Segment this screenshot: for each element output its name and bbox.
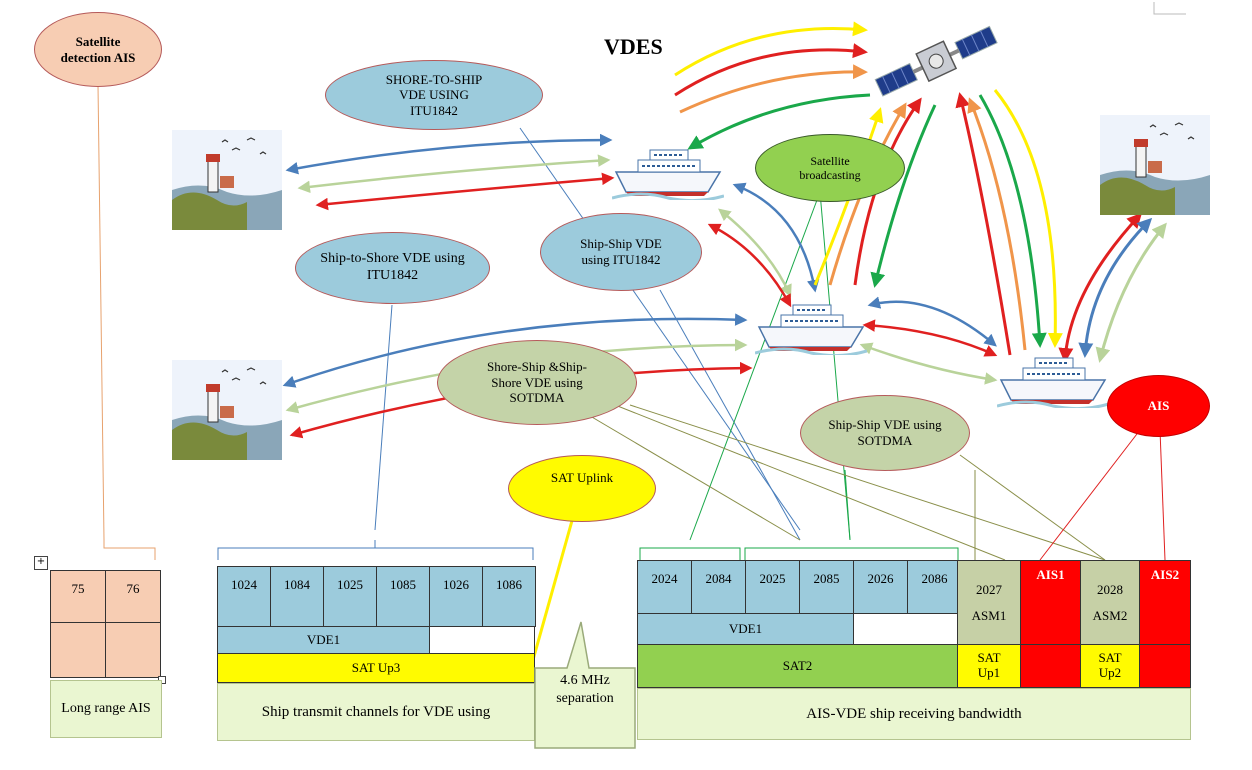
satellite-arrows-left <box>674 21 871 150</box>
transmit-channel-1024: 1024 <box>217 566 271 627</box>
receive-ais1-lower <box>1020 644 1081 688</box>
receive-sat2-cell: SAT2 <box>637 644 958 688</box>
ellipse-ship-ship-itu: Ship-Ship VDE using ITU1842 <box>540 213 702 291</box>
transmit-vde1-empty <box>429 626 535 654</box>
ship-shore-right-arrows <box>1058 212 1167 363</box>
receive-cell-ais1: AIS1 <box>1020 560 1081 645</box>
transmit-channel-1084: 1084 <box>270 566 324 627</box>
receive-bandwidth-label: AIS-VDE ship receiving bandwidth <box>637 688 1191 740</box>
satellite-broadcasting-label: Satellite broadcasting <box>799 153 861 182</box>
receive-channel-2084: 2084 <box>691 560 746 614</box>
ellipse-satellite-detection-ais: Satellite detection AIS <box>34 12 162 87</box>
transmit-channel-1026: 1026 <box>429 566 483 627</box>
receive-cell-2027: 2027 ASM1 <box>957 560 1021 645</box>
receive-cell-ais2: AIS2 <box>1139 560 1191 645</box>
transmit-channel-1025: 1025 <box>323 566 377 627</box>
long-range-cell-76: 76 <box>105 570 161 623</box>
receive-sat-up1-cell: SAT Up1 <box>957 644 1021 688</box>
ch2028-label: 2028 <box>1097 581 1123 597</box>
transmit-channel-1086: 1086 <box>482 566 536 627</box>
shore-ship-sotdma-label: Shore-Ship &Ship-Shore VDE using SOTDMA <box>486 359 588 406</box>
ship-image-right <box>997 357 1109 408</box>
transmit-vde1-cell: VDE1 <box>217 626 430 654</box>
page-corner-mark <box>1153 2 1186 15</box>
receive-channel-2085: 2085 <box>799 560 854 614</box>
ellipse-sat-uplink: SAT Uplink <box>508 455 656 522</box>
receive-ais2-lower <box>1139 644 1191 688</box>
ellipse-shore-ship-sotdma: Shore-Ship &Ship-Shore VDE using SOTDMA <box>437 340 637 425</box>
table-move-handle[interactable]: + <box>34 556 48 570</box>
long-range-cell-75: 75 <box>50 570 106 623</box>
receive-vde1-empty <box>853 613 958 645</box>
receive-vde1-cell: VDE1 <box>637 613 854 645</box>
receive-channel-2086: 2086 <box>907 560 962 614</box>
receive-channel-2026: 2026 <box>853 560 908 614</box>
transmit-channels-label: Ship transmit channels for VDE using <box>217 683 535 741</box>
lighthouse-image-bottom <box>172 360 282 460</box>
sat-uplink-label: SAT Uplink <box>550 470 614 485</box>
satellite-detection-label: Satellite detection AIS <box>60 33 136 65</box>
lighthouse-image-right <box>1100 115 1210 215</box>
receive-channel-2025: 2025 <box>745 560 800 614</box>
transmit-sat-up3-cell: SAT Up3 <box>217 653 535 683</box>
ship-to-shore-label: Ship-to-Shore VDE using ITU1842 <box>320 251 465 283</box>
satellite-arrows-right <box>955 89 1063 356</box>
ship-image-top <box>612 149 724 200</box>
separation-callout-shape <box>534 621 636 749</box>
ch2027-label: 2027 <box>976 581 1002 597</box>
long-range-cell-empty-1 <box>50 622 106 678</box>
transmit-channel-1085: 1085 <box>376 566 430 627</box>
ellipse-shore-to-ship: SHORE-TO-SHIP VDE USING ITU1842 <box>325 60 543 130</box>
ship-ship-arrows <box>707 182 998 385</box>
ais-label: AIS <box>1147 398 1170 414</box>
lighthouse-image-top <box>172 130 282 230</box>
receive-sat-up2-cell: SAT Up2 <box>1080 644 1140 688</box>
long-range-cell-empty-2 <box>105 622 161 678</box>
ellipse-satellite-broadcasting: Satellite broadcasting <box>755 134 905 202</box>
asm1-label: ASM1 <box>971 607 1007 623</box>
ellipse-ais: AIS <box>1107 375 1210 437</box>
ship-ship-itu-label: Ship-Ship VDE using ITU1842 <box>580 236 662 267</box>
ellipse-ship-ship-sotdma: Ship-Ship VDE using SOTDMA <box>800 395 970 471</box>
ship-image-middle <box>755 304 867 355</box>
ellipse-ship-to-shore: Ship-to-Shore VDE using ITU1842 <box>295 232 490 304</box>
shore-to-ship-label: SHORE-TO-SHIP VDE USING ITU1842 <box>385 71 483 118</box>
separation-label: 4.6 MHz separation <box>556 673 614 707</box>
satellite-image <box>874 25 998 97</box>
ship-ship-sotdma-label: Ship-Ship VDE using SOTDMA <box>828 417 942 448</box>
receive-cell-2028: 2028 ASM2 <box>1080 560 1140 645</box>
diagram-title: VDES <box>604 34 663 59</box>
asm2-label: ASM2 <box>1092 607 1128 623</box>
long-range-ais-label: Long range AIS <box>50 680 162 738</box>
receive-channel-2024: 2024 <box>637 560 692 614</box>
shore-ship-arrows-top <box>285 133 615 211</box>
